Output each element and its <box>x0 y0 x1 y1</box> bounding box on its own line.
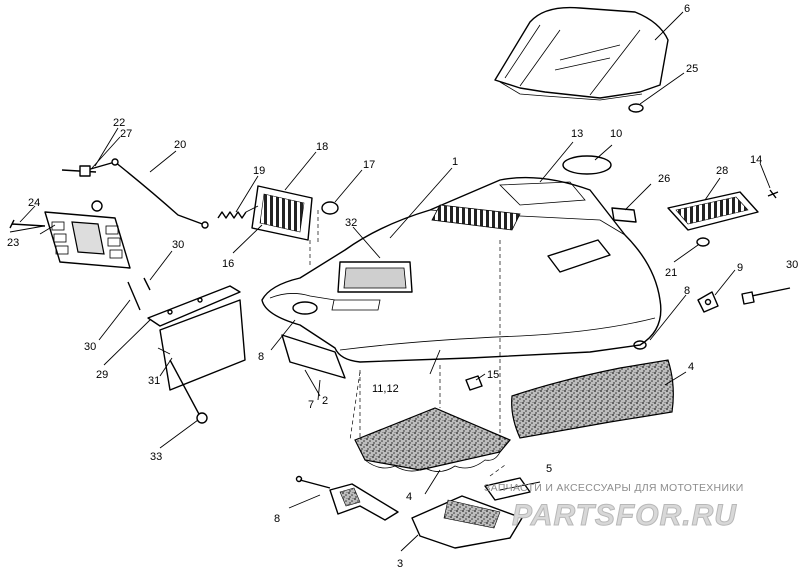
decal-26 <box>611 207 637 223</box>
bracket-2 <box>329 483 399 521</box>
leader-lines <box>9 11 771 552</box>
watermark-brand: PARTSFOR.RU <box>512 499 737 532</box>
callout-14: 14 <box>750 154 762 166</box>
screw-14 <box>767 189 779 199</box>
callout-27: 27 <box>120 128 132 140</box>
callout-24: 24 <box>28 197 40 209</box>
callout-31: 31 <box>148 375 160 387</box>
bracket-3 <box>411 495 523 549</box>
insulation-pad-right <box>511 359 674 439</box>
alignment-lines <box>309 210 501 445</box>
plug-15 <box>465 375 483 391</box>
callout-28: 28 <box>716 165 728 177</box>
insulation-pad-bottom <box>354 407 511 472</box>
callout-18: 18 <box>316 141 328 153</box>
callout-21: 21 <box>665 267 677 279</box>
bracket-7 <box>281 334 346 379</box>
callout-8-bottom: 8 <box>274 513 280 525</box>
callout-30-top: 30 <box>172 239 184 251</box>
callout-9: 9 <box>737 262 743 274</box>
callout-3: 3 <box>397 558 403 570</box>
callout-29: 29 <box>96 369 108 381</box>
bracket-9 <box>697 291 719 313</box>
windshield <box>494 6 669 101</box>
callout-2: 2 <box>322 395 328 407</box>
callout-11-12: 11,12 <box>372 383 399 395</box>
vent-28 <box>667 191 759 231</box>
callout-7: 7 <box>308 399 314 411</box>
callout-19: 19 <box>253 165 265 177</box>
callout-1: 1 <box>452 156 458 168</box>
callout-30-right: 30 <box>786 259 798 271</box>
callout-33: 33 <box>150 451 162 463</box>
watermark-caption: ЗАПЧАСТИ И АКСЕССУАРЫ ДЛЯ МОТОТЕХНИКИ <box>484 482 744 494</box>
gauge-panel-23 <box>44 200 131 269</box>
callout-30-left: 30 <box>84 341 96 353</box>
cap-10 <box>562 155 612 175</box>
callout-4-right: 4 <box>688 361 694 373</box>
bolt-30-left <box>127 277 151 311</box>
callout-labels: 1 2 3 4 4 5 6 7 8 8 8 9 10 11,12 13 14 1… <box>7 3 798 570</box>
callout-16: 16 <box>222 258 234 270</box>
callout-8-left: 8 <box>258 351 264 363</box>
grommet-17 <box>321 201 339 215</box>
callout-5: 5 <box>546 463 552 475</box>
callout-23: 23 <box>7 237 19 249</box>
callout-25: 25 <box>686 63 698 75</box>
callout-10: 10 <box>610 128 622 140</box>
bracket-5 <box>484 464 531 501</box>
fitting-22-27 <box>61 165 97 177</box>
bolt-30-right <box>741 287 791 305</box>
plate-18 <box>251 185 313 241</box>
callout-8-right: 8 <box>684 285 690 297</box>
spring-19 <box>217 205 259 219</box>
bracket-29 <box>147 285 241 327</box>
nut-33 <box>169 359 208 424</box>
callout-15: 15 <box>487 369 499 381</box>
callout-6: 6 <box>684 3 690 15</box>
screw-24 <box>9 219 46 229</box>
box-31 <box>157 299 246 391</box>
grommet-21 <box>696 237 710 247</box>
hood <box>261 176 662 363</box>
callout-26: 26 <box>658 173 670 185</box>
watermark: ЗАПЧАСТИ И АКСЕССУАРЫ ДЛЯ МОТОТЕХНИКИ PA… <box>484 482 744 533</box>
callout-13: 13 <box>571 128 583 140</box>
callout-17: 17 <box>363 159 375 171</box>
callout-32: 32 <box>345 217 357 229</box>
cable-20 <box>79 158 209 229</box>
callout-22: 22 <box>113 117 125 129</box>
plug-8-hood <box>633 340 647 350</box>
callout-20: 20 <box>174 139 186 151</box>
bolt-8-bottom <box>295 475 331 489</box>
grommet-25 <box>628 103 644 113</box>
callout-4-bottom: 4 <box>406 491 412 503</box>
